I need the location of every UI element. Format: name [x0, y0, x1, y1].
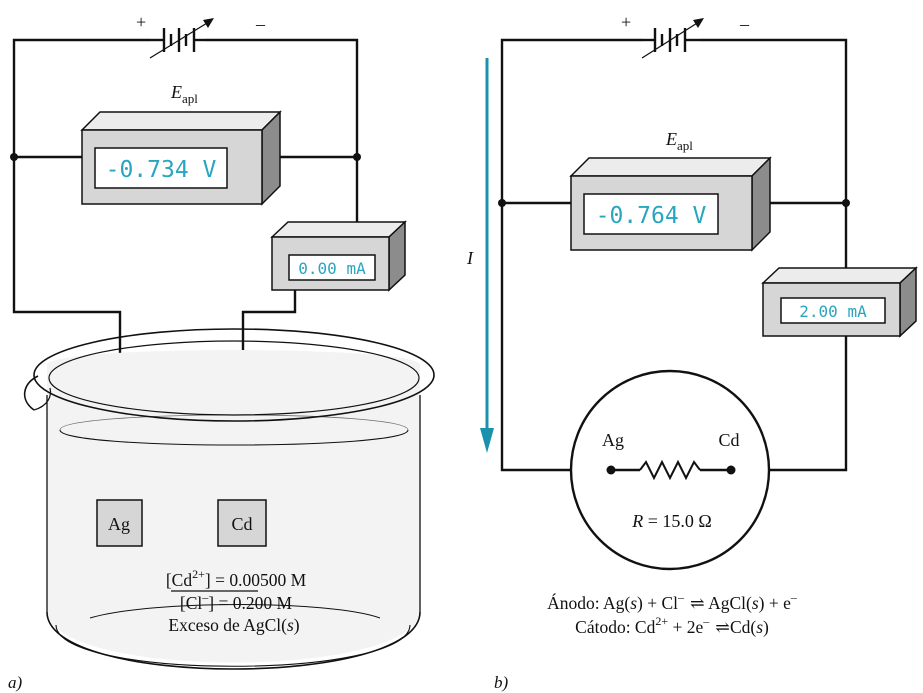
- panel-b-label: b): [494, 673, 509, 692]
- junction-a-left: [10, 153, 18, 161]
- circle-cd-label: Cd: [718, 430, 739, 450]
- voltmeter-b-label: Eapl: [665, 129, 693, 153]
- voltmeter-a: -0.734 V: [80, 110, 282, 206]
- voltmeter-b: -0.764 V: [569, 156, 772, 252]
- battery-b: + –: [621, 12, 750, 59]
- anode-reaction: Ánodo: Ag(s) + Cl–⇌ AgCl(s) + e–: [547, 590, 798, 613]
- voltmeter-a-reading: -0.734 V: [106, 157, 217, 183]
- battery-b-plus: +: [621, 12, 631, 32]
- ammeter-a-reading: 0.00 mA: [298, 259, 366, 278]
- junction-b-right: [842, 199, 850, 207]
- ammeter-b-display: [780, 297, 886, 324]
- battery-a-minus: –: [255, 14, 266, 34]
- junction-a-right: [353, 153, 361, 161]
- wire-b-top-left: [500, 38, 643, 472]
- panel-b: + – I Eapl -0.764 V 2.00 mA: [466, 12, 918, 692]
- resistor-icon: [639, 459, 701, 481]
- current-arrow: [480, 58, 494, 453]
- ammeter-a: 0.00 mA: [270, 220, 407, 292]
- wire-b-top-right: [700, 38, 848, 268]
- wire-b-right-down: [770, 336, 848, 472]
- voltmeter-a-display: [94, 147, 228, 189]
- current-label: I: [466, 248, 474, 268]
- battery-b-minus: –: [739, 14, 750, 34]
- voltmeter-a-label: Eapl: [170, 82, 198, 106]
- resistance-label: R = 15.0 Ω: [631, 511, 712, 531]
- panel-a: + – Eapl -0.734 V 0.00 mA: [8, 12, 435, 692]
- ammeter-b: 2.00 mA: [761, 266, 918, 338]
- excess-agcl: Exceso de AgCl(s): [168, 615, 299, 635]
- ammeter-b-reading: 2.00 mA: [799, 302, 867, 321]
- electrode-cd: Cd: [217, 499, 267, 547]
- battery-a: + –: [136, 12, 266, 59]
- electrode-ag: Ag: [96, 499, 143, 547]
- voltmeter-b-display: [583, 193, 719, 235]
- voltmeter-b-reading: -0.764 V: [596, 203, 707, 229]
- panel-a-label: a): [8, 673, 23, 692]
- junction-b-left: [498, 199, 506, 207]
- cell-resistor-circle: Ag Cd R = 15.0 Ω: [569, 369, 771, 571]
- wire-a-top-right: [205, 38, 359, 222]
- circle-ag-label: Ag: [602, 430, 624, 450]
- svg-text:Cd: Cd: [231, 514, 252, 534]
- ammeter-a-display: [288, 254, 376, 281]
- cd-concentration: [Cd2+] = 0.00500 M: [166, 567, 307, 590]
- battery-a-plus: +: [136, 12, 146, 32]
- svg-text:Ag: Ag: [108, 514, 130, 534]
- cathode-reaction: Cátodo: Cd2+ + 2e–⇌Cd(s): [575, 614, 769, 637]
- cl-concentration: [Cl–] = 0.200 M: [180, 590, 293, 613]
